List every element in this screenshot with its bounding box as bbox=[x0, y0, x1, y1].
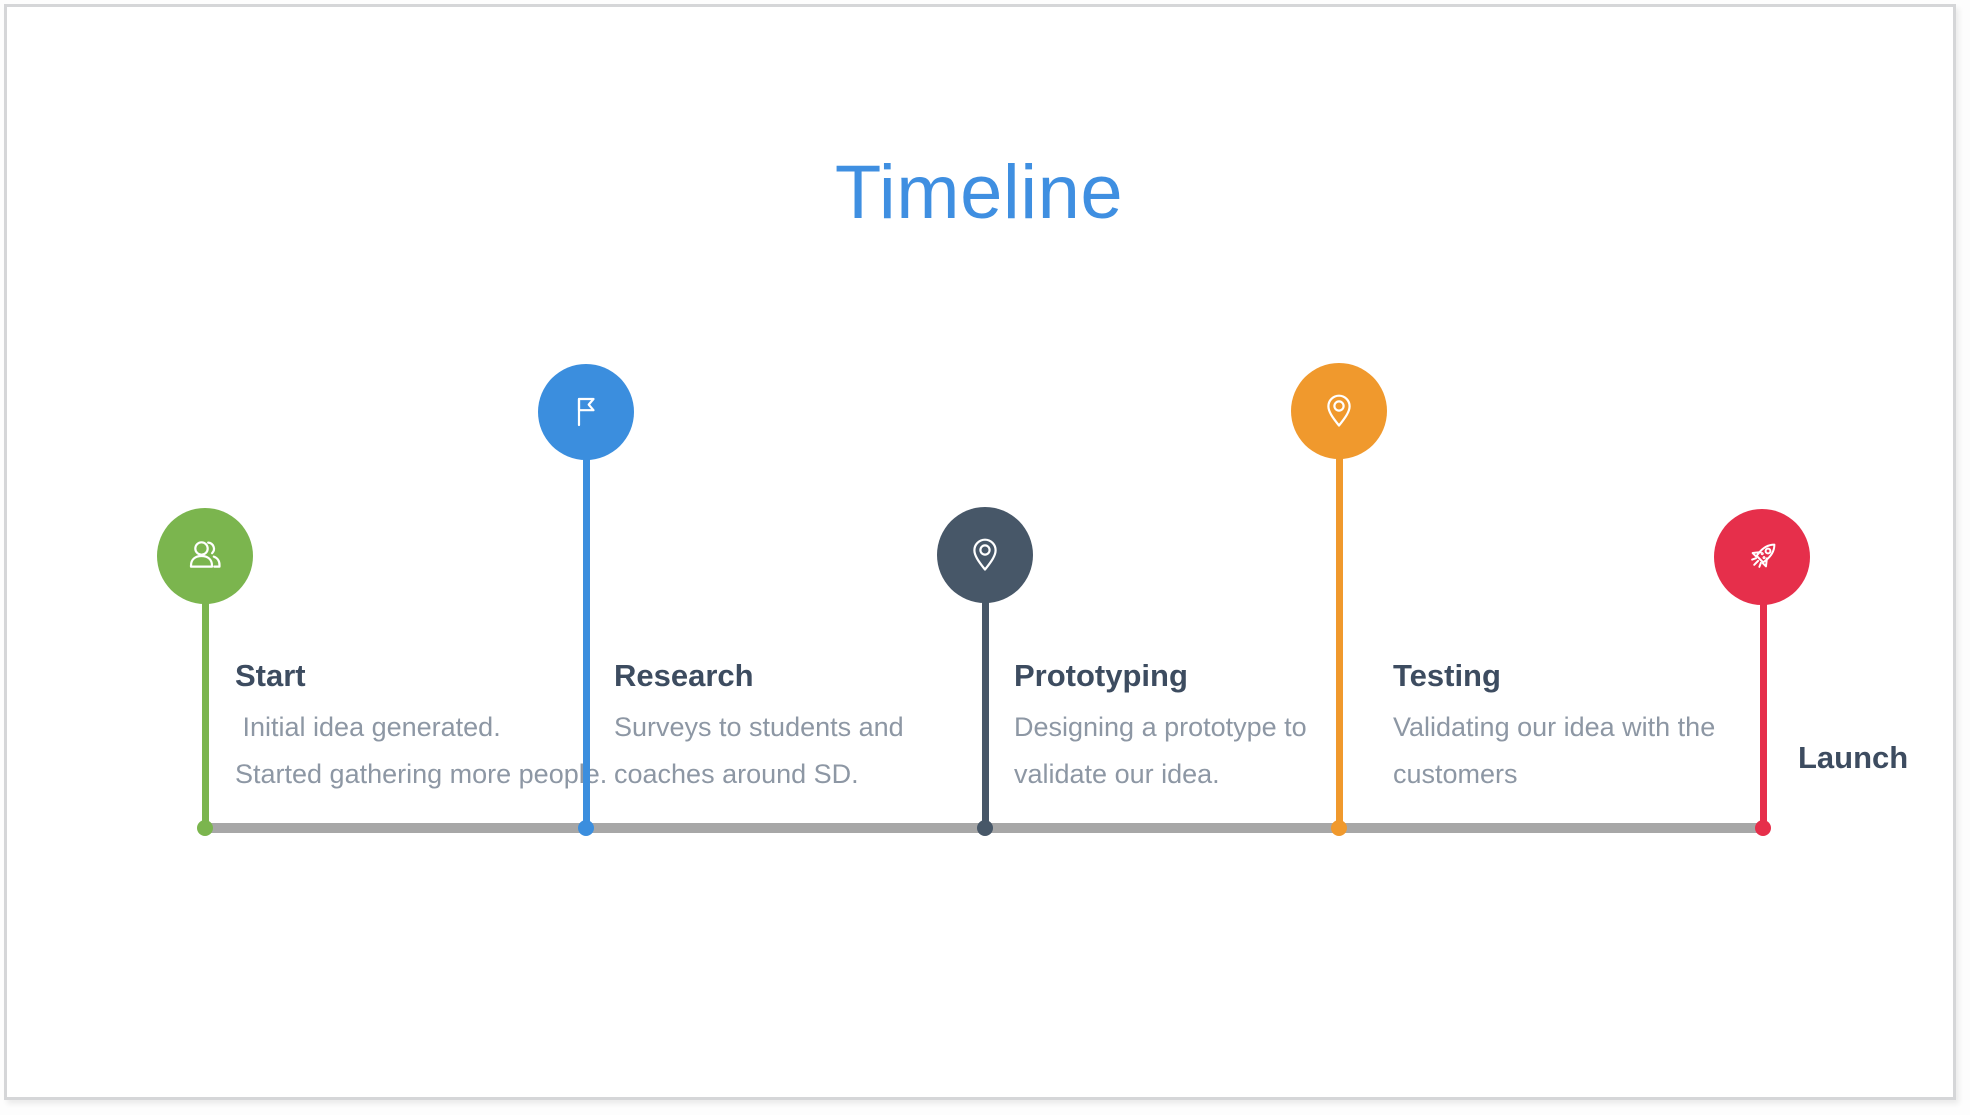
milestone-circle bbox=[1291, 363, 1387, 459]
milestone-line: Surveys to students and bbox=[614, 712, 904, 742]
map-pin-icon bbox=[1327, 394, 1351, 427]
flag-icon bbox=[577, 397, 595, 427]
milestone-line: Initial idea generated. bbox=[235, 712, 501, 742]
timeline-stem bbox=[583, 412, 590, 830]
milestone-circle bbox=[538, 364, 634, 460]
map-pin-icon bbox=[973, 538, 997, 571]
timeline-stem bbox=[1336, 411, 1343, 830]
milestone-circle bbox=[1714, 509, 1810, 605]
milestone-title: Testing bbox=[1393, 658, 1501, 693]
rocket-icon bbox=[1751, 543, 1776, 568]
page-title: Timeline bbox=[834, 149, 1124, 235]
milestone-line: validate our idea. bbox=[1014, 759, 1220, 789]
milestone-title: Prototyping bbox=[1014, 658, 1188, 693]
timeline-dot bbox=[578, 820, 594, 836]
timeline-stem bbox=[982, 555, 989, 830]
milestone-circle bbox=[157, 508, 253, 604]
milestone-line: Validating our idea with the bbox=[1393, 712, 1716, 742]
users-icon bbox=[189, 541, 221, 568]
milestone-line: Designing a prototype to bbox=[1014, 712, 1307, 742]
milestone-line: Started gathering more people. bbox=[235, 759, 608, 789]
timeline-stem bbox=[1760, 557, 1767, 830]
timeline-dot bbox=[1755, 820, 1771, 836]
milestone-title: Research bbox=[614, 658, 754, 693]
timeline-dot bbox=[197, 820, 213, 836]
timeline-dot bbox=[1331, 820, 1347, 836]
milestone-line: customers bbox=[1393, 759, 1518, 789]
timeline-stem bbox=[202, 556, 209, 830]
milestone-title: Launch bbox=[1798, 740, 1909, 775]
milestone-title: Start bbox=[235, 658, 306, 693]
milestone-line: coaches around SD. bbox=[614, 759, 859, 789]
milestone-circle bbox=[937, 507, 1033, 603]
timeline-dot bbox=[977, 820, 993, 836]
